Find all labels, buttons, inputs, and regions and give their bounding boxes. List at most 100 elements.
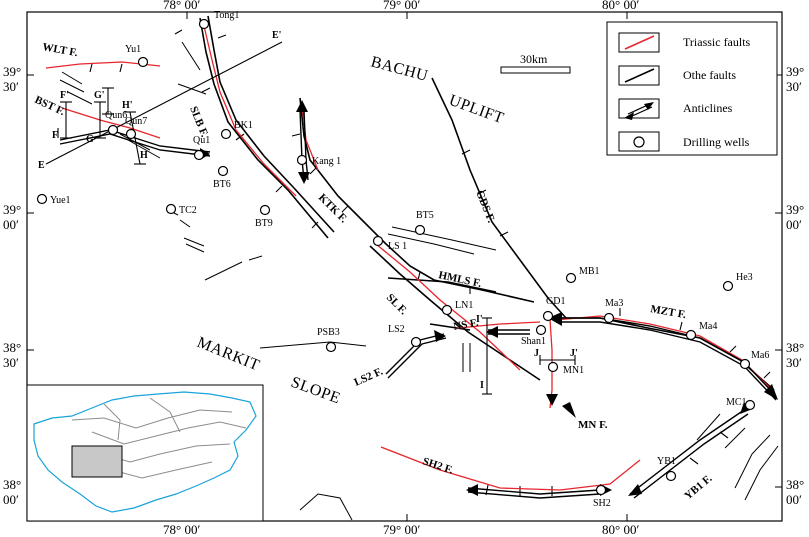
well-marker-he3	[722, 280, 734, 292]
well-label-mn1: MN1	[563, 365, 584, 376]
well-marker-ln1	[441, 304, 453, 316]
well-label-yu1: Yu1	[125, 44, 141, 55]
fault-label-ls2: LS2 F.	[352, 365, 385, 388]
well-marker-yue1	[36, 193, 48, 205]
section-f-prime: F'	[60, 90, 69, 101]
fault-label-slb: SLB F.	[187, 105, 210, 139]
well-marker-bt5	[414, 224, 426, 236]
lat-left-3930-deg: 39°	[3, 64, 21, 79]
well-label-ma4: Ma4	[699, 321, 717, 332]
well-label-qun7: Qun7	[125, 116, 147, 127]
lat-left-3800-deg: 38°	[3, 477, 21, 492]
section-g-prime: G'	[94, 90, 105, 101]
section-i-prime: I'	[476, 314, 483, 325]
lat-right-3800-min: 00′	[786, 492, 802, 507]
well-marker-bt6	[217, 165, 229, 177]
lon-top-78: 78° 00′	[163, 0, 200, 12]
section-e-prime: E'	[272, 30, 282, 41]
well-marker-qu1	[193, 149, 205, 161]
lat-left-3900-min: 00′	[3, 217, 19, 232]
cross-sections	[45, 41, 576, 395]
well-label-ls-1: LS 1	[388, 241, 407, 252]
fault-label-hmls: HMLS F.	[437, 269, 482, 290]
arrow-tail-icon	[624, 112, 634, 120]
well-marker-ls2	[410, 336, 422, 348]
well-marker-bk1	[220, 128, 232, 140]
lat-left-3930-min: 30′	[3, 79, 19, 94]
well-marker-ls-1	[372, 235, 384, 247]
well-label-bt5: BT5	[416, 210, 434, 221]
section-j-prime: J'	[570, 348, 578, 359]
lat-right-3830-min: 30′	[786, 355, 802, 370]
well-marker-qun7	[125, 128, 137, 140]
lat-right-3800-deg: 38°	[786, 477, 804, 492]
fault-label-sl: SL F.	[384, 292, 410, 318]
region-bachu: BACHU	[369, 53, 430, 85]
arrow-head-icon	[644, 102, 654, 110]
section-j: J	[534, 348, 539, 359]
lat-right-3930-min: 30′	[786, 79, 802, 94]
inset-study-area	[71, 445, 123, 478]
section-f: F	[52, 130, 58, 141]
fault-label-gds: GDS F.	[473, 189, 497, 225]
section-i: I	[480, 380, 484, 391]
well-marker-tc2	[165, 203, 177, 215]
fault-ticks	[89, 29, 771, 496]
well-marker-tong1	[198, 18, 210, 30]
section-e: E	[38, 160, 45, 171]
well-label-mc1: MC1	[726, 397, 747, 408]
well-marker-sh2	[595, 484, 607, 496]
well-marker-ma4	[685, 329, 697, 341]
well-icon	[633, 136, 645, 148]
well-label-yue1: Yue1	[50, 195, 71, 206]
fault-label-sh2: SH2 F.	[421, 455, 455, 476]
well-marker-yu1	[137, 56, 149, 68]
well-marker-bt9	[259, 204, 271, 216]
region-uplift: UPLIFT	[447, 92, 507, 128]
well-label-mb1: MB1	[579, 266, 600, 277]
fault-label-wlt: WLT F.	[41, 41, 78, 59]
lon-bottom-78: 78° 00′	[163, 522, 200, 537]
well-label-gd1: GD1	[546, 296, 565, 307]
legend-label-drilling-wells: Drilling wells	[683, 135, 750, 149]
well-label-bt6: BT6	[213, 179, 231, 190]
section-h: H	[140, 150, 148, 161]
well-label-kang-1: Kang 1	[312, 156, 341, 167]
well-label-qu1: Qu1	[193, 135, 210, 146]
section-h-prime: H'	[122, 100, 133, 111]
lat-left-3830-deg: 38°	[3, 340, 21, 355]
legend-label-triassic-faults: Triassic faults	[683, 35, 751, 49]
fault-label-yb1: YB1 F.	[682, 472, 714, 502]
well-label-ma6: Ma6	[751, 350, 769, 361]
map-frame	[26, 11, 783, 522]
legend: Triassic faults Othe faults Anticlines D…	[606, 21, 778, 156]
well-marker-shan1	[535, 324, 547, 336]
legend-swatch-triassic-faults	[624, 35, 655, 50]
inset-basin-outline	[33, 391, 257, 513]
legend-label-other-faults: Othe faults	[683, 68, 736, 82]
well-label-yb1: YB1	[657, 456, 676, 467]
well-marker-ma6	[739, 358, 751, 370]
anticline-arrowheads	[200, 100, 778, 496]
fault-label-ns: NS F.	[452, 317, 479, 333]
scale-bar	[500, 66, 571, 74]
lon-bottom-80: 80° 00′	[602, 522, 639, 537]
well-label-bk1: BK1	[234, 120, 253, 131]
legend-label-anticlines: Anticlines	[683, 101, 733, 115]
well-marker-yb1	[665, 470, 677, 482]
lon-top-79: 79° 00′	[383, 0, 420, 12]
well-label-he3: He3	[736, 272, 753, 283]
lat-left-3800-min: 00′	[3, 492, 19, 507]
lat-left-3900-deg: 39°	[3, 202, 21, 217]
lat-right-3930-deg: 39°	[786, 64, 804, 79]
well-label-tc2: TC2	[179, 205, 197, 216]
inset-map	[26, 384, 264, 522]
fault-label-mzt: MZT F.	[649, 303, 687, 321]
lat-right-3900-deg: 39°	[786, 202, 804, 217]
section-g: G	[86, 134, 94, 145]
well-label-psb3: PSB3	[317, 327, 340, 338]
lat-left-3830-min: 30′	[3, 355, 19, 370]
well-marker-mn1	[547, 361, 559, 373]
